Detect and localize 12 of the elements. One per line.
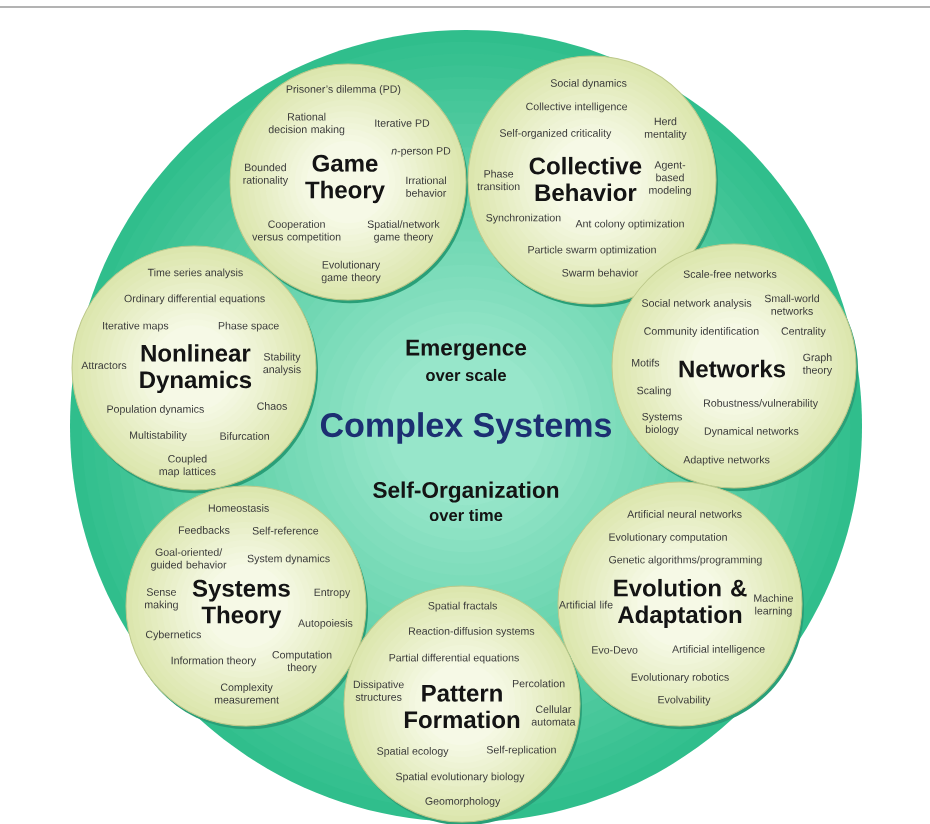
heading: Networks	[679, 359, 786, 378]
subheading: over scale	[426, 368, 506, 382]
heading: Collective Behavior	[529, 156, 642, 202]
subheading: over time	[429, 508, 503, 522]
heading: Self-Organization	[373, 481, 559, 503]
heading: Game Theory	[305, 154, 385, 204]
heading: Evolution & Adaptation	[614, 578, 747, 628]
heading: Pattern Formation	[404, 684, 520, 729]
heading: Systems Theory	[192, 579, 290, 629]
heading: Nonlinear Dynamics	[140, 344, 252, 394]
title: Complex Systems	[320, 412, 611, 444]
heading: Emergence	[406, 339, 527, 361]
